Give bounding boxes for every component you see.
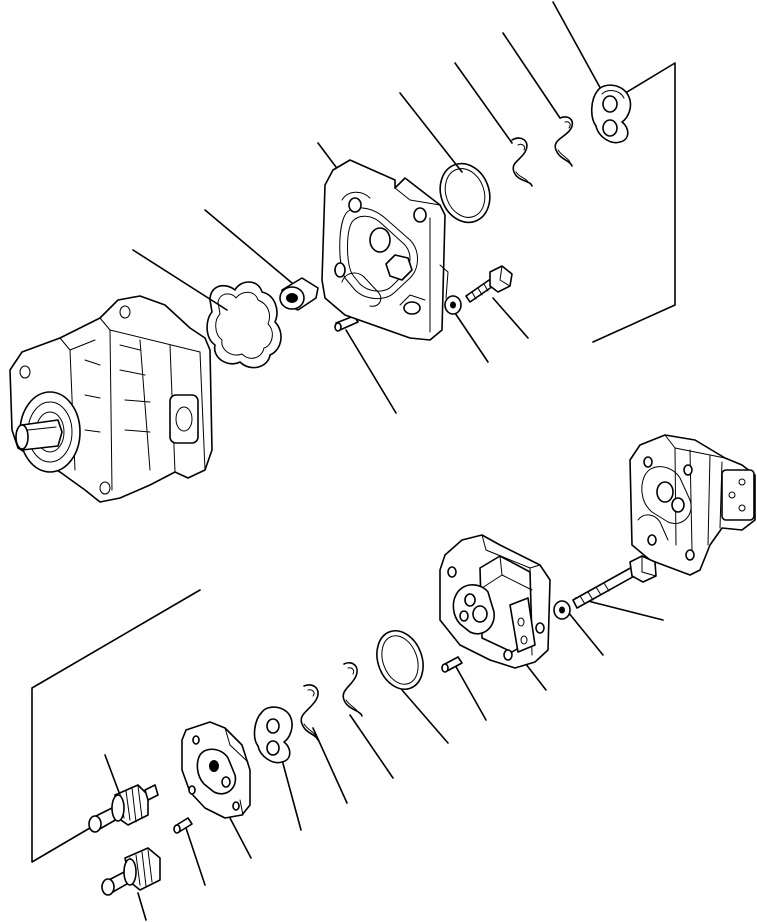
o-ring: [376, 630, 424, 690]
bolt: [465, 265, 513, 303]
backup-ring: [511, 137, 533, 187]
dowel-pin: [334, 315, 359, 332]
pump-body: [9, 295, 213, 503]
gear-shaft: [101, 847, 161, 896]
middle-section-housing: [439, 534, 551, 669]
washer: [553, 600, 571, 620]
rear-pump-section: [629, 434, 756, 576]
gear-shaft: [88, 784, 159, 833]
dowel-pin: [441, 656, 463, 673]
o-ring: [439, 162, 491, 224]
bracket-lines: [31, 62, 676, 863]
bushing: [279, 277, 319, 311]
leader-lines: [104, 1, 664, 921]
plate: [590, 84, 632, 144]
dowel-pin: [173, 817, 193, 834]
snap-ring: [300, 684, 319, 741]
backup-ring: [342, 661, 363, 717]
plate: [253, 706, 293, 764]
seal-ring: [206, 281, 282, 369]
snap-ring: [554, 116, 574, 167]
bolt: [572, 555, 657, 609]
plate: [181, 721, 251, 819]
plate: [321, 159, 449, 341]
washer: [444, 295, 462, 315]
